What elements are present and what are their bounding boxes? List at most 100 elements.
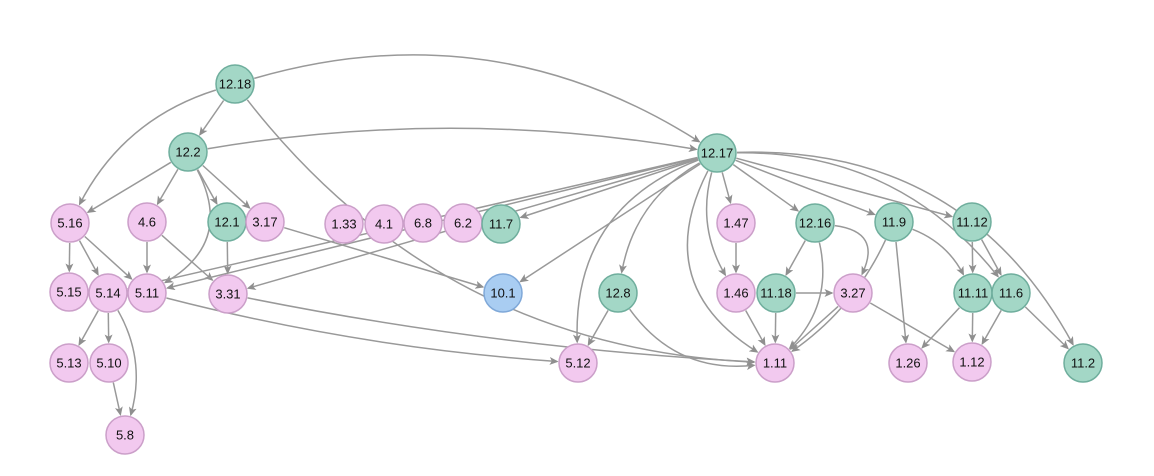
edge-11.11-to-1.26 [921, 307, 960, 349]
node-circle-5.11[interactable] [127, 273, 167, 313]
node-6.8[interactable]: 6.8 [403, 203, 443, 243]
node-circle-11.18[interactable] [756, 273, 796, 313]
edge-3.27-to-1.12 [869, 302, 956, 353]
edge-12.17-to-1.47 [721, 172, 733, 205]
node-11.11[interactable]: 11.11 [953, 273, 993, 313]
node-circle-5.8[interactable] [105, 415, 145, 455]
node-circle-12.17[interactable] [697, 133, 737, 173]
node-circle-1.11[interactable] [755, 343, 795, 383]
node-1.46[interactable]: 1.46 [716, 273, 756, 313]
node-5.14[interactable]: 5.14 [88, 273, 128, 313]
node-circle-11.6[interactable] [991, 273, 1031, 313]
node-5.12[interactable]: 5.12 [558, 343, 598, 383]
node-12.2[interactable]: 12.2 [168, 132, 208, 172]
node-4.6[interactable]: 4.6 [127, 202, 167, 242]
node-circle-11.7[interactable] [481, 204, 521, 244]
edge-12.16-to-3.27 [834, 224, 869, 276]
node-1.33[interactable]: 1.33 [324, 204, 364, 244]
node-circle-11.11[interactable] [953, 273, 993, 313]
node-1.11[interactable]: 1.11 [755, 343, 795, 383]
edge-12.17-to-1.11 [686, 170, 759, 353]
node-1.26[interactable]: 1.26 [888, 343, 928, 383]
node-circle-11.2[interactable] [1063, 343, 1103, 383]
node-circle-12.1[interactable] [207, 202, 247, 242]
edge-12.18-to-5.16 [78, 89, 217, 206]
edge-12.17-to-5.12 [572, 159, 699, 344]
node-circle-3.27[interactable] [833, 273, 873, 313]
node-circle-5.13[interactable] [49, 343, 89, 383]
node-circle-1.33[interactable] [324, 204, 364, 244]
edge-5.14-to-5.8 [117, 310, 138, 417]
node-5.10[interactable]: 5.10 [89, 343, 129, 383]
node-circle-6.8[interactable] [403, 203, 443, 243]
node-11.2[interactable]: 11.2 [1063, 343, 1103, 383]
edge-5.10-to-5.8 [112, 382, 123, 416]
edge-11.9-to-1.26 [895, 241, 910, 344]
node-12.17[interactable]: 12.17 [697, 133, 737, 173]
edge-11.6-to-11.2 [1024, 306, 1069, 350]
edge-12.2-to-12.17 [207, 127, 698, 153]
edge-12.17-to-11.7 [519, 158, 699, 219]
node-circle-5.14[interactable] [88, 273, 128, 313]
node-circle-5.15[interactable] [49, 272, 89, 312]
node-circle-4.1[interactable] [364, 204, 404, 244]
node-5.8[interactable]: 5.8 [105, 415, 145, 455]
node-circle-1.12[interactable] [952, 342, 992, 382]
edge-12.17-to-11.12 [736, 157, 954, 219]
edge-12.18-to-1.11 [246, 99, 756, 366]
node-circle-4.6[interactable] [127, 202, 167, 242]
node-circle-5.12[interactable] [558, 343, 598, 383]
node-11.6[interactable]: 11.6 [991, 273, 1031, 313]
edge-12.8-to-5.12 [587, 310, 609, 347]
node-circle-1.47[interactable] [716, 203, 756, 243]
edge-12.17-to-11.6 [736, 152, 999, 278]
edge-3.31-to-1.11 [247, 297, 756, 366]
node-5.13[interactable]: 5.13 [49, 343, 89, 383]
edge-12.17-to-11.2 [736, 151, 1074, 346]
edge-12.2-to-3.17 [202, 164, 251, 209]
node-circle-5.10[interactable] [89, 343, 129, 383]
node-circle-11.9[interactable] [874, 202, 914, 242]
edge-11.9-to-11.11 [912, 228, 964, 276]
node-3.17[interactable]: 3.17 [245, 202, 285, 242]
node-4.1[interactable]: 4.1 [364, 204, 404, 244]
node-circle-1.26[interactable] [888, 343, 928, 383]
node-5.16[interactable]: 5.16 [50, 203, 90, 243]
node-circle-3.17[interactable] [245, 202, 285, 242]
node-6.2[interactable]: 6.2 [443, 203, 483, 243]
node-5.11[interactable]: 5.11 [127, 273, 167, 313]
node-12.8[interactable]: 12.8 [598, 273, 638, 313]
node-circle-10.1[interactable] [483, 273, 523, 313]
node-circle-1.46[interactable] [716, 273, 756, 313]
edge-12.2-to-5.16 [86, 161, 172, 213]
node-11.7[interactable]: 11.7 [481, 204, 521, 244]
node-1.12[interactable]: 1.12 [952, 342, 992, 382]
edge-12.17-to-12.16 [732, 163, 800, 212]
edge-11.6-to-1.12 [981, 310, 1002, 346]
node-circle-3.31[interactable] [208, 274, 248, 314]
node-circle-12.16[interactable] [795, 203, 835, 243]
node-circle-12.8[interactable] [598, 273, 638, 313]
node-circle-5.16[interactable] [50, 203, 90, 243]
edge-1.46-to-1.11 [745, 310, 766, 347]
node-1.47[interactable]: 1.47 [716, 203, 756, 243]
node-11.9[interactable]: 11.9 [874, 202, 914, 242]
edge-3.17-to-10.1 [283, 226, 485, 289]
node-circle-12.2[interactable] [168, 132, 208, 172]
node-12.16[interactable]: 12.16 [795, 203, 835, 243]
node-circle-11.12[interactable] [952, 202, 992, 242]
node-circle-12.18[interactable] [215, 64, 255, 104]
node-3.27[interactable]: 3.27 [833, 273, 873, 313]
node-11.12[interactable]: 11.12 [952, 202, 992, 242]
node-circle-6.2[interactable] [443, 203, 483, 243]
node-3.31[interactable]: 3.31 [208, 274, 248, 314]
node-5.15[interactable]: 5.15 [49, 272, 89, 312]
node-12.18[interactable]: 12.18 [215, 64, 255, 104]
edge-12.18-to-12.2 [199, 100, 225, 136]
node-10.1[interactable]: 10.1 [483, 273, 523, 313]
node-11.18[interactable]: 11.18 [756, 273, 796, 313]
node-12.1[interactable]: 12.1 [207, 202, 247, 242]
edge-5.14-to-5.13 [78, 310, 99, 347]
